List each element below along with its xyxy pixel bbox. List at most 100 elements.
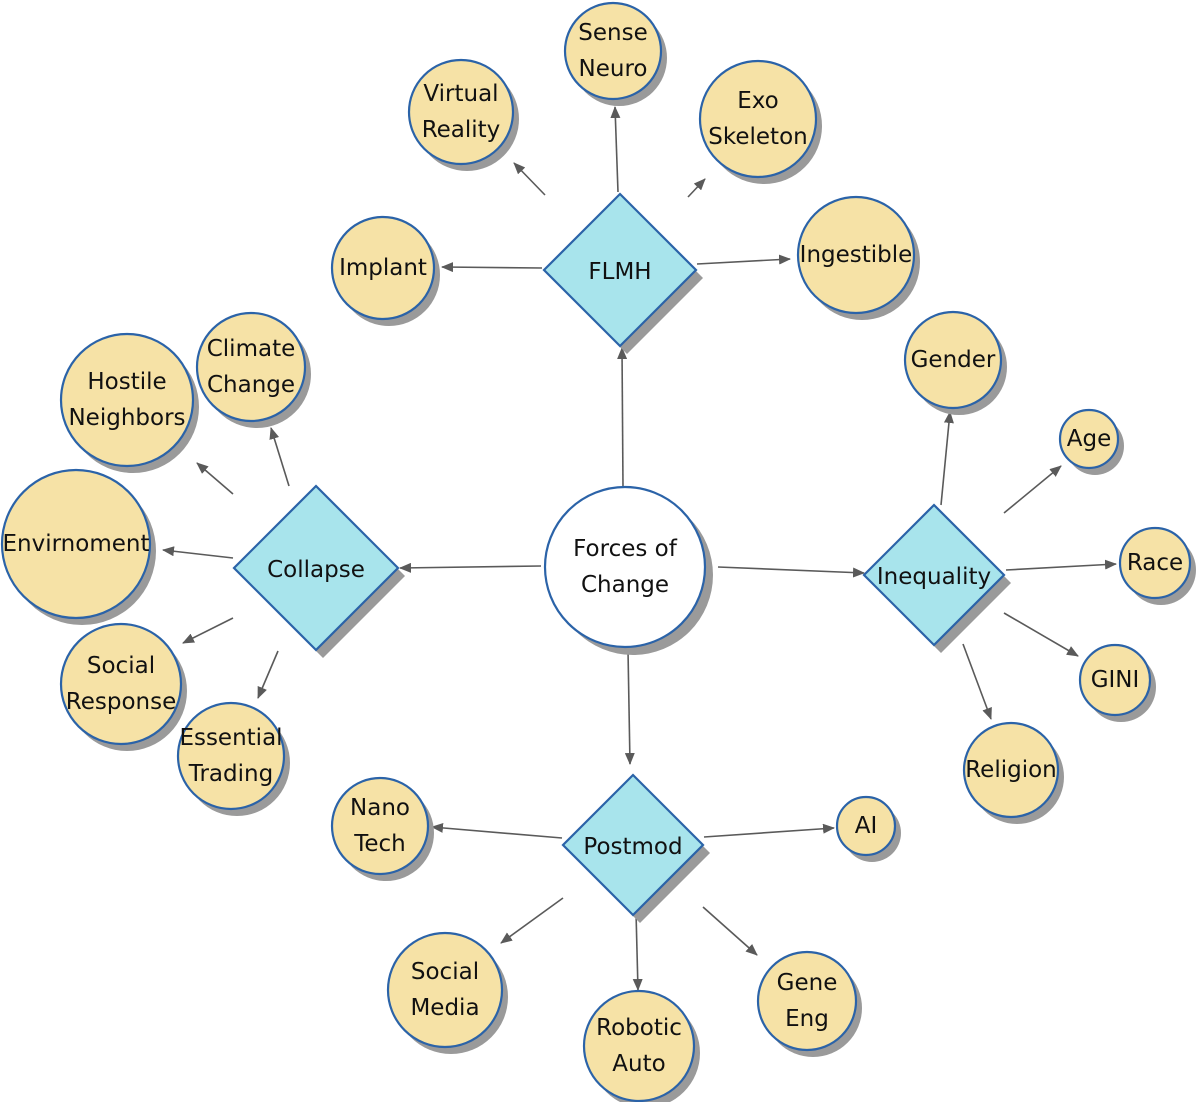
node-gender: Gender [903,310,1007,415]
node-social-media-label: Social [411,959,479,985]
arrow-4 [610,106,621,193]
node-hostile-neighbors-circle [59,332,195,468]
node-social-media-label: Media [410,995,479,1021]
arrow-17 [1003,612,1079,657]
arrow-21 [500,897,564,944]
node-nano-tech-label: Tech [353,831,406,857]
node-age: Age [1058,408,1124,475]
node-robotic-auto-label: Auto [612,1051,665,1077]
hub-flmh-diamond [542,192,698,348]
node-gini-circle [1078,643,1152,717]
node-social-media-circle [386,931,504,1049]
node-age-label: Age [1067,426,1111,452]
node-ingestible-circle [796,195,916,315]
hub-postmod-label: Postmod [583,834,682,860]
center-circle [543,485,707,649]
node-religion-circle [962,721,1060,819]
arrow-12 [182,617,234,644]
node-climate-change-label: Climate [207,336,296,362]
node-exo-skeleton-circle [698,59,818,179]
center-node: Forces of Change [543,485,713,655]
node-ingestible: Ingestible [796,195,920,320]
node-essential-trading-label: Trading [188,761,273,787]
arrow-15 [1003,465,1062,514]
hub-postmod: Postmod [561,773,710,923]
node-race: Race [1118,526,1196,605]
arrow-22 [632,911,643,991]
node-ai: AI [835,795,901,862]
arrow-14 [940,411,954,506]
node-gene-eng-label: Gene [777,970,838,996]
node-virtual-reality-label: Reality [422,117,501,143]
arrow-16 [1005,559,1117,571]
node-hostile-neighbors-label: Hostile [87,369,166,395]
node-hostile-neighbors-label: Neighbors [68,405,185,431]
hub-inequality-label: Inequality [877,564,991,590]
arrow-19 [431,822,563,839]
node-essential-trading-circle [176,701,286,811]
node-gene-eng-circle [756,950,858,1052]
node-environment: Envirnoment [0,468,156,625]
hub-inequality: Inequality [862,503,1011,653]
node-robotic-auto-circle [582,989,696,1102]
hub-collapse-diamond [232,484,400,652]
arrow-3 [624,649,635,765]
node-environment-label: Envirnoment [3,531,150,557]
hub-collapse-label: Collapse [267,557,365,583]
arrow-0 [617,347,628,488]
hub-flmh-label: FLMH [588,259,651,285]
center-label-line1: Forces of [573,536,678,562]
node-ingestible-label: Ingestible [800,242,913,268]
node-race-label: Race [1127,550,1183,576]
arrow-2 [717,566,865,578]
node-gender-label: Gender [911,347,996,373]
arrow-8 [696,254,791,265]
node-nano-tech-circle [330,776,430,876]
arrow-6 [687,178,706,198]
node-robotic-auto-label: Robotic [596,1015,682,1041]
node-gini-label: GINI [1091,667,1140,693]
node-exo-skeleton-label: Exo [737,88,779,114]
arrow-5 [513,162,546,196]
hub-collapse: Collapse [232,484,405,658]
hub-flmh: FLMH [542,192,703,354]
node-virtual-reality-label: Virtual [423,81,498,107]
arrow-23 [702,906,758,956]
arrow-7 [441,262,543,273]
node-religion: Religion [962,721,1064,824]
node-religion-label: Religion [965,757,1057,783]
node-nano-tech-label: Nano [350,795,410,821]
node-gene-eng-label: Eng [785,1006,829,1032]
node-ai-label: AI [855,813,878,839]
node-race-circle [1118,526,1192,600]
node-environment-circle [0,468,152,620]
node-essential-trading-label: Essential [179,725,282,751]
node-sense-neuro-label: Neuro [579,56,648,82]
center-label-line2: Change [581,572,669,598]
node-sense-neuro-circle [563,1,663,101]
node-age-circle [1058,408,1120,470]
hub-postmod-diamond [561,773,705,917]
arrow-11 [162,546,234,559]
node-implant-label: Implant [339,255,427,281]
arrow-18 [962,643,992,720]
node-gini: GINI [1078,643,1156,722]
node-social-response-circle [59,622,183,746]
node-exo-skeleton-label: Skeleton [708,124,807,150]
arrow-20 [703,823,835,838]
arrow-13 [257,650,279,699]
node-gender-circle [903,310,1003,410]
node-social-response-label: Response [66,689,176,715]
node-implant: Implant [330,215,440,326]
